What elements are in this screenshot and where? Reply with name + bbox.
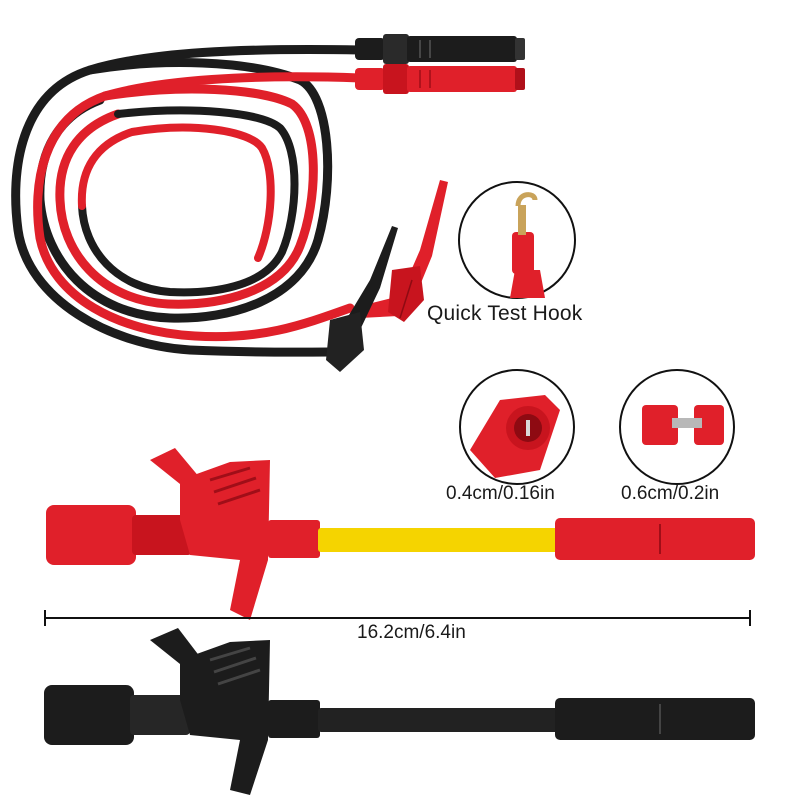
hook-detail-callout [458,181,576,299]
socket-detail-callout [459,369,575,485]
length-dimension-line [44,610,751,626]
black-mini-hook-clip [326,226,398,372]
coiled-test-leads [11,45,365,357]
red-piercing-probe [46,448,755,620]
tip-size-label: 0.6cm/0.2in [621,483,720,504]
black-banana-plug [355,34,525,64]
red-cable [33,72,365,342]
hook-label: Quick Test Hook [427,302,583,325]
red-banana-plug [355,64,525,94]
black-piercing-probe [44,628,755,795]
tip-detail-callout [619,369,735,485]
socket-size-label: 0.4cm/0.16in [446,483,555,504]
probe-length-label: 16.2cm/6.4in [357,622,466,643]
